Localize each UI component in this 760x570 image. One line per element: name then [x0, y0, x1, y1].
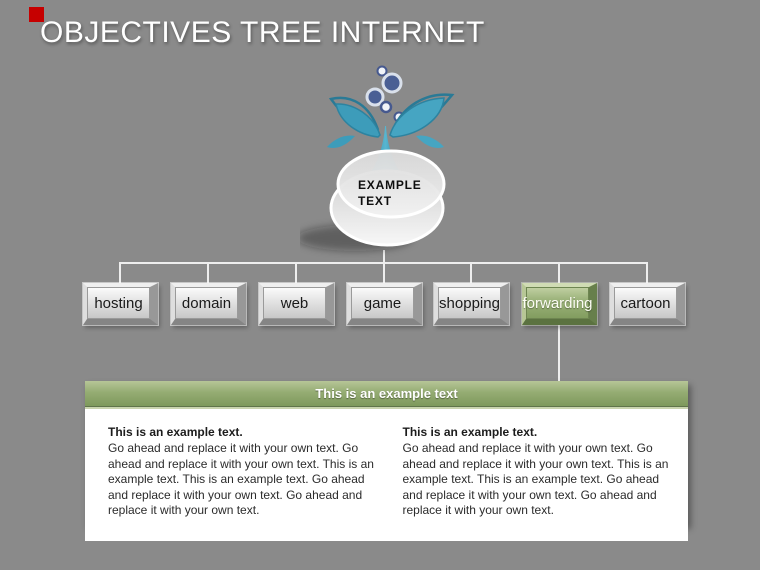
column-heading: This is an example text.: [108, 425, 243, 439]
tree-node-web[interactable]: web: [259, 283, 334, 325]
node-label: web: [280, 294, 309, 312]
connector-stub-hosting: [119, 262, 121, 283]
column-body-text: Go ahead and replace it with your own te…: [402, 441, 669, 518]
connector-stub-web: [295, 262, 297, 283]
tree-node-hosting[interactable]: hosting: [83, 283, 158, 325]
detail-panel: This is an example text This is an examp…: [85, 381, 688, 541]
panel-column-right: This is an example text. Go ahead and re…: [403, 425, 683, 541]
slide-title: OBJECTIVES TREE INTERNET: [40, 16, 485, 49]
bubbles-icon: [365, 65, 405, 123]
tree-node-shopping[interactable]: shopping: [434, 283, 509, 325]
node-label: hosting: [94, 294, 143, 312]
node-label: cartoon: [620, 294, 671, 312]
panel-header: This is an example text: [85, 381, 688, 407]
panel-header-text: This is an example text: [315, 386, 458, 401]
node-label: forwarding: [522, 294, 593, 312]
tree-node-cartoon[interactable]: cartoon: [610, 283, 685, 325]
connector-forwarding-to-panel: [558, 320, 560, 382]
connector-stub-cartoon: [646, 262, 648, 283]
root-node-label: EXAMPLE TEXT: [358, 177, 422, 209]
node-label: domain: [181, 294, 232, 312]
connector-stub-forwarding: [558, 262, 560, 283]
plant-graphic: [300, 65, 455, 251]
tree-node-forwarding[interactable]: forwarding: [522, 283, 597, 325]
column-body-text: Go ahead and replace it with your own te…: [108, 441, 374, 518]
tree-node-game[interactable]: game: [347, 283, 422, 325]
panel-body: This is an example text. Go ahead and re…: [85, 407, 688, 541]
pot-disc: [300, 149, 446, 251]
root-label-line2: TEXT: [358, 194, 392, 208]
connector-stub-domain: [207, 262, 209, 283]
node-label: shopping: [439, 294, 500, 312]
tree-node-domain[interactable]: domain: [171, 283, 246, 325]
node-label: game: [363, 294, 402, 312]
column-heading: This is an example text.: [402, 425, 538, 439]
connector-stub-shopping: [470, 262, 472, 283]
connector-stub-game-root: [383, 250, 385, 283]
panel-column-left: This is an example text. Go ahead and re…: [108, 425, 388, 541]
root-label-line1: EXAMPLE: [358, 178, 422, 192]
red-square-marker: [29, 7, 44, 22]
